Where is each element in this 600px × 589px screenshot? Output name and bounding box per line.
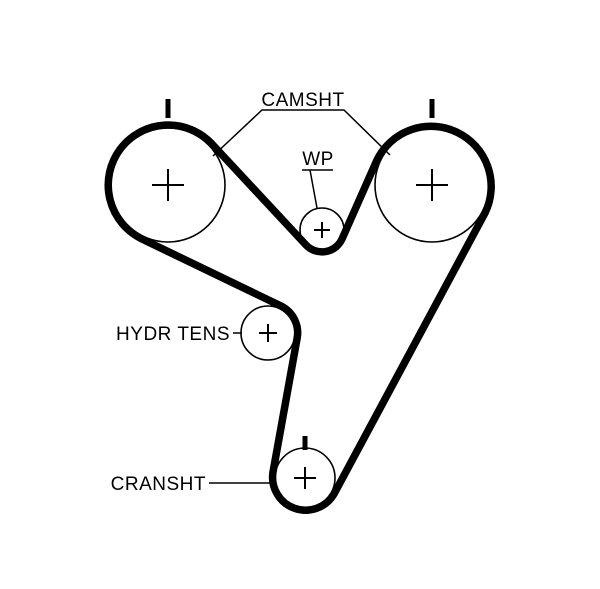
left-cam-center-cross-icon bbox=[152, 169, 184, 201]
crankshaft-label: CRANSHT bbox=[111, 474, 206, 495]
left-cam-timing-mark-icon bbox=[165, 99, 171, 118]
crank-timing-mark-icon bbox=[302, 436, 308, 450]
timing-belt bbox=[104, 121, 495, 514]
water-pump-label-leader bbox=[302, 169, 333, 209]
camshaft-label: CAMSHT bbox=[261, 90, 344, 111]
hydraulic-tensioner-label: HYDR TENS bbox=[116, 324, 230, 345]
tensioner-center-cross-icon bbox=[259, 324, 277, 342]
right-cam-timing-mark-icon bbox=[429, 99, 435, 118]
crank-center-cross-icon bbox=[294, 467, 316, 489]
right-cam-center-cross-icon bbox=[416, 169, 448, 201]
camshaft-label-leader bbox=[212, 109, 391, 157]
water-pump-center-cross-icon bbox=[314, 222, 330, 238]
water-pump-label: WP bbox=[302, 149, 334, 170]
